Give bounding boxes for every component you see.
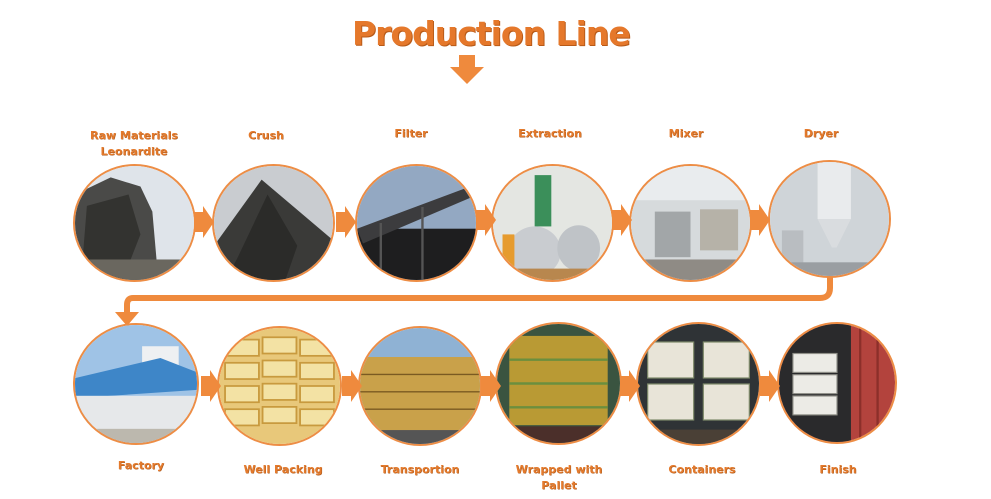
dryer-tower-photo: [768, 160, 891, 278]
factory-building-photo: [73, 323, 199, 445]
flow-arrow-icon: [750, 204, 770, 236]
flow-arrow-icon: [336, 206, 356, 238]
wrapped-pallet-photo: [495, 322, 622, 445]
flow-arrow-icon: [620, 370, 640, 402]
step-label-transportion: Transportion: [380, 463, 460, 476]
mixer-machine-photo: [629, 164, 752, 282]
down-arrow-icon: [450, 55, 484, 84]
step-label-raw-materials: Raw Materials Leonardite: [90, 129, 178, 158]
conveyor-belt-photo: [355, 164, 478, 282]
step-label-containers: Containers: [668, 463, 736, 476]
stacked-bags-photo: [217, 326, 342, 446]
step-label-dryer: Dryer: [803, 127, 839, 140]
flow-arrow-icon: [476, 204, 496, 236]
step-label-filter: Filter: [394, 127, 428, 140]
flow-arrow-icon: [481, 370, 501, 402]
flow-arrow-icon: [760, 370, 780, 402]
step-label-mixer: Mixer: [668, 127, 704, 140]
page-title: Production Line: [352, 14, 631, 53]
flow-arrow-icon: [201, 370, 221, 402]
step-label-finish: Finish: [819, 463, 857, 476]
extraction-tanks-photo: [491, 164, 614, 282]
step-label-wrapped-pallet: Wrapped with Pallet: [515, 463, 603, 492]
step-label-well-packing: Well Packing: [243, 463, 323, 476]
crushed-pile-photo: [212, 164, 335, 282]
step-label-factory: Factory: [117, 459, 165, 472]
truck-loaded-bags-photo: [358, 326, 482, 446]
step-label-crush: Crush: [248, 129, 284, 142]
flow-arrow-icon: [612, 204, 632, 236]
raw-materials-rock-photo: [73, 164, 196, 282]
container-bags-photo: [636, 322, 761, 446]
flow-arrow-icon: [342, 370, 362, 402]
flow-arrow-icon: [194, 206, 214, 238]
step-label-extraction: Extraction: [518, 127, 582, 140]
shipping-container-photo: [777, 322, 897, 444]
